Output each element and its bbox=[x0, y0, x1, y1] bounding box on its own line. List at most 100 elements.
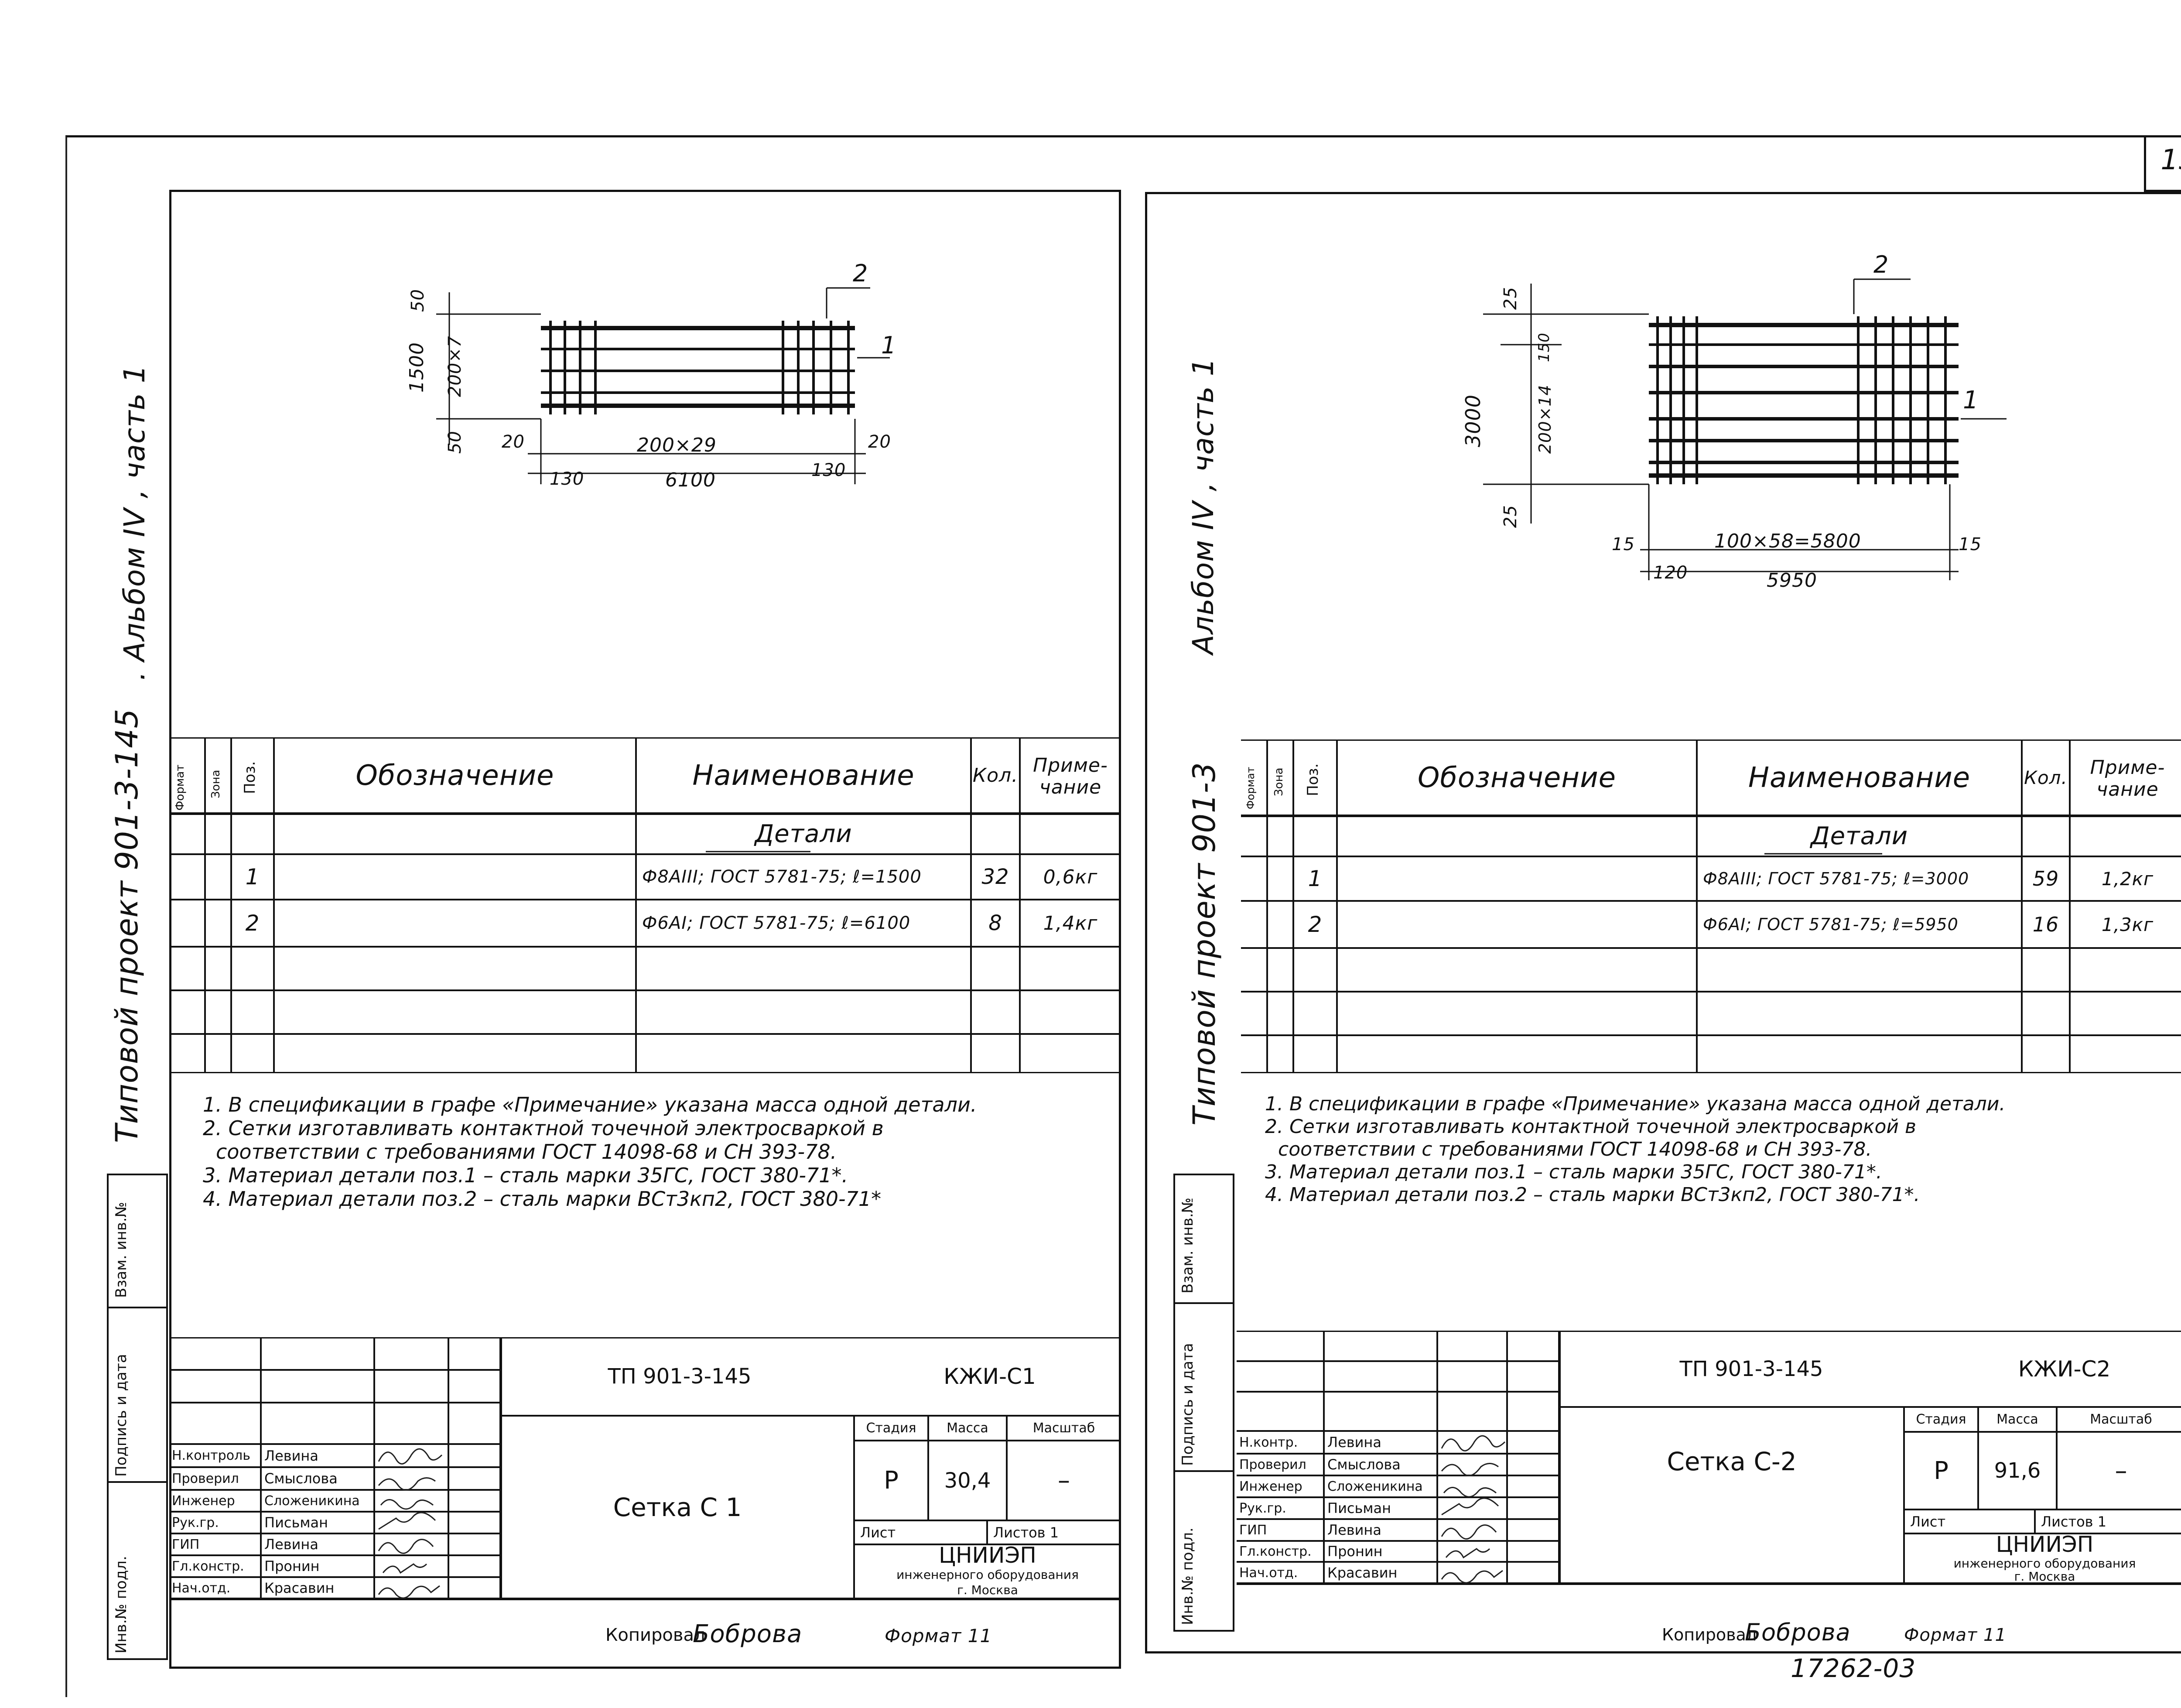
tb-left-role-6: Гл.констр. bbox=[172, 1558, 244, 1574]
tb-left-scale: – bbox=[1058, 1466, 1070, 1495]
spec-left-header-zone: Зона bbox=[209, 770, 222, 798]
spec-right-row2-note: 1,3кг bbox=[2101, 914, 2154, 935]
sheet-left-dim-top: 50 bbox=[408, 289, 428, 312]
tb-right-person-2: Смыслова bbox=[1327, 1456, 1401, 1473]
tb-right-mass-label: Масса bbox=[1996, 1412, 2038, 1427]
spec-right-row1-qty: 59 bbox=[2032, 867, 2059, 890]
sheet-left-dim-right-gap: 20 bbox=[868, 432, 891, 452]
sheet-left-inventory-strip bbox=[107, 1174, 168, 1660]
spec-left-header-note: Приме-чание bbox=[1033, 754, 1108, 798]
sheet-left-title-block: ТП 901-3-145 КЖИ-С1 Сетка С 1 Стадия Мас… bbox=[169, 1337, 1121, 1669]
tb-left-person-1: Левина bbox=[264, 1447, 318, 1464]
tb-right-signatures bbox=[1441, 1435, 1506, 1584]
spec-right-row1-note: 1,2кг bbox=[2101, 868, 2154, 890]
footer-left-format: Формат 11 bbox=[885, 1625, 992, 1646]
spec-left-header-designation: Обозначение bbox=[356, 759, 554, 792]
tb-left-role-1: Н.контроль bbox=[172, 1448, 250, 1463]
note-right-5: 4. Материал детали поз.2 – сталь марки В… bbox=[1265, 1184, 1920, 1206]
note-left-5: 4. Материал детали поз.2 – сталь марки В… bbox=[203, 1187, 882, 1211]
tb-right-mass: 91,6 bbox=[1994, 1458, 2041, 1483]
tb-left-stage: Р bbox=[884, 1466, 899, 1495]
tb-left-sheet-label: Лист bbox=[860, 1524, 896, 1541]
sheet-right bbox=[1145, 192, 2181, 1653]
outer-frame bbox=[65, 135, 2181, 1697]
sheet-right-dim-left-end: 120 bbox=[1653, 563, 1688, 583]
tb-right-scale: – bbox=[2115, 1456, 2127, 1485]
sheet-left-dim-left-gap: 20 bbox=[502, 432, 525, 452]
sheet-right-dim-top: 25 bbox=[1501, 287, 1521, 310]
footer-right-copier: Боброва bbox=[1745, 1619, 1851, 1646]
tb-right-person-4: Письман bbox=[1327, 1500, 1391, 1516]
sheet-left-notes: 1. В спецификации в графе «Примечание» у… bbox=[203, 1093, 977, 1211]
footer-right-copied: Копировал bbox=[1662, 1625, 1757, 1644]
tb-left-title: Сетка С 1 bbox=[613, 1492, 742, 1522]
tb-left-person-6: Пронин bbox=[264, 1558, 320, 1575]
sheet-right-side-caption-top: Альбом IV , часть 1 bbox=[1186, 357, 1220, 654]
sheet-right-callout-2: 2 bbox=[1873, 251, 1889, 278]
spec-left-group-title: Детали bbox=[755, 820, 852, 848]
spec-left-row1-qty: 32 bbox=[981, 865, 1009, 889]
spec-left-header-name: Наименование bbox=[692, 759, 915, 792]
tb-right-person-6: Пронин bbox=[1327, 1543, 1383, 1560]
tb-right-sheet-code: КЖИ-С2 bbox=[2018, 1356, 2111, 1382]
spec-left-row2-note: 1,4кг bbox=[1043, 912, 1098, 934]
spec-left-row2-name: Ф6АI; ГОСТ 5781-75; ℓ=6100 bbox=[642, 913, 911, 933]
tb-left-sheets-label: Листов 1 bbox=[993, 1524, 1059, 1541]
tb-right-role-7: Нач.отд. bbox=[1239, 1565, 1298, 1581]
sheet-left-callout-1: 1 bbox=[881, 332, 897, 359]
sheet-right-side-caption-bottom: Типовой проект 901-3 bbox=[1186, 762, 1222, 1126]
tb-right-person-3: Сложеникина bbox=[1327, 1479, 1423, 1494]
tb-right-role-3: Инженер bbox=[1239, 1479, 1302, 1494]
tb-right-sheets-label: Листов 1 bbox=[2041, 1513, 2107, 1530]
tb-left-person-4: Письман bbox=[264, 1514, 328, 1531]
tb-left-person-2: Смыслова bbox=[264, 1470, 338, 1487]
tb-left-person-7: Красавин bbox=[264, 1580, 335, 1596]
spec-left-header-pos: Поз. bbox=[241, 761, 259, 794]
sheet-right-dim-inner: 200×14 bbox=[1535, 384, 1555, 454]
tb-right-person-1: Левина bbox=[1327, 1434, 1381, 1451]
spec-right-group-title: Детали bbox=[1810, 822, 1908, 850]
tb-left-project-code: ТП 901-3-145 bbox=[608, 1364, 752, 1389]
tb-right-sheet-label: Лист bbox=[1910, 1513, 1946, 1530]
tb-right-role-1: Н.контр. bbox=[1239, 1434, 1298, 1450]
tb-left-role-3: Инженер bbox=[172, 1493, 235, 1509]
tb-right-stage: Р bbox=[1934, 1456, 1949, 1485]
sheet-left-dim-bottom: 50 bbox=[445, 431, 465, 454]
spec-right-header-zone: Зона bbox=[1272, 767, 1285, 796]
tb-left-role-4: Рук.гр. bbox=[172, 1515, 219, 1530]
tb-left-scale-label: Масштаб bbox=[1032, 1420, 1095, 1436]
tb-left-person-3: Сложеникина bbox=[264, 1493, 360, 1509]
note-left-1: 1. В спецификации в графе «Примечание» у… bbox=[203, 1093, 977, 1116]
spec-right-header-note: Приме-чание bbox=[2090, 756, 2165, 801]
tb-left-signatures bbox=[378, 1448, 443, 1599]
tb-right-project-code: ТП 901-3-145 bbox=[1679, 1356, 1823, 1381]
spec-right-header-name: Наименование bbox=[1748, 761, 1971, 794]
sheet-left-callout-2: 2 bbox=[853, 260, 868, 287]
page-number-box bbox=[2144, 135, 2181, 192]
sheet-right-callout-1: 1 bbox=[1963, 386, 1979, 414]
spec-left-row2-pos: 2 bbox=[245, 910, 260, 936]
sheet-left bbox=[169, 190, 1121, 1669]
spec-left-header-format: Формат bbox=[174, 764, 187, 811]
spec-right-row1-pos: 1 bbox=[1308, 866, 1323, 891]
tb-right-org-city: г. Москва bbox=[2014, 1569, 2075, 1584]
tb-right-role-6: Гл.констр. bbox=[1239, 1544, 1312, 1559]
sheet-left-dim-total-height: 1500 bbox=[406, 342, 428, 393]
tb-left-role-7: Нач.отд. bbox=[172, 1580, 231, 1596]
sheet-right-dim-right-gap: 15 bbox=[1959, 534, 1982, 555]
sheet-right-dim-bottom: 25 bbox=[1501, 505, 1521, 528]
tb-left-org-name: ЦНИИЭП bbox=[939, 1543, 1036, 1568]
note-left-2: 2. Сетки изготавливать контактной точечн… bbox=[203, 1116, 884, 1140]
tb-right-scale-label: Масштаб bbox=[2090, 1412, 2152, 1427]
sheet-right-dim-first: 150 bbox=[1535, 332, 1553, 362]
note-left-3: соответствии с требованиями ГОСТ 14098-6… bbox=[216, 1140, 837, 1164]
spec-left-row1-pos: 1 bbox=[245, 864, 260, 890]
spec-right-header-pos: Поз. bbox=[1304, 763, 1322, 796]
sheet-right-strip-orig: Инв.№ подл. bbox=[1179, 1527, 1196, 1625]
tb-right-org-name: ЦНИИЭП bbox=[1996, 1532, 2094, 1557]
tb-right-role-2: Проверил bbox=[1239, 1457, 1306, 1472]
spec-left-row1-name: Ф8АIII; ГОСТ 5781-75; ℓ=1500 bbox=[642, 867, 922, 887]
footer-left-copied: Копировал bbox=[605, 1625, 705, 1645]
sheet-left-strip-orig: Инв.№ подл. bbox=[113, 1556, 130, 1653]
tb-left-person-5: Левина bbox=[264, 1536, 318, 1553]
